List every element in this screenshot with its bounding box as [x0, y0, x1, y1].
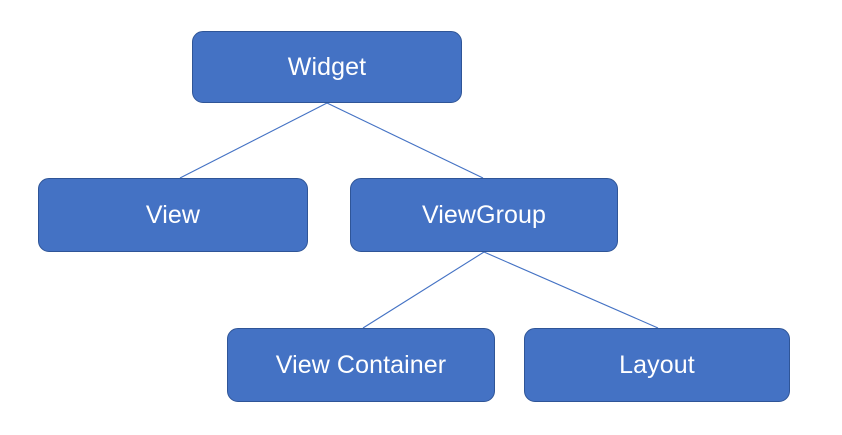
- node-viewgroup[interactable]: ViewGroup: [350, 178, 618, 252]
- connector-viewgroup-to-view-container: [362, 251, 485, 329]
- node-widget-label: Widget: [287, 52, 367, 81]
- node-widget[interactable]: Widget: [192, 31, 462, 103]
- node-view-label: View: [145, 200, 201, 229]
- node-layout[interactable]: Layout: [524, 328, 790, 402]
- node-layout-label: Layout: [619, 350, 695, 379]
- node-view-container[interactable]: View Container: [227, 328, 495, 402]
- connector-widget-to-view: [179, 102, 328, 179]
- node-view-container-label: View Container: [275, 350, 447, 379]
- connector-widget-to-viewgroup: [326, 102, 484, 179]
- node-view[interactable]: View: [38, 178, 308, 252]
- node-viewgroup-label: ViewGroup: [421, 200, 547, 229]
- connector-viewgroup-to-layout: [483, 251, 659, 329]
